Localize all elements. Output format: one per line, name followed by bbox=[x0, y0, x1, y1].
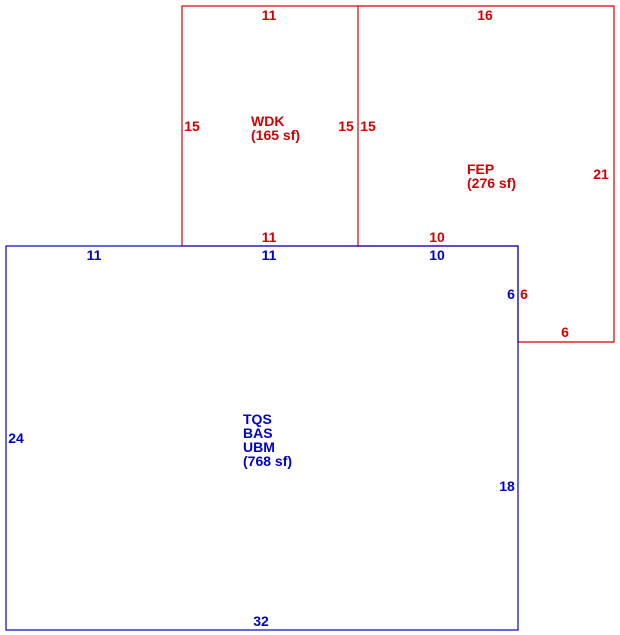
main-label-line-1: TQS bbox=[243, 411, 272, 427]
main-top-left-dimension: 11 bbox=[87, 247, 102, 263]
main-bottom-dimension: 32 bbox=[253, 613, 269, 629]
fep-step-vertical-dimension: 6 bbox=[520, 286, 528, 302]
main-label-line-2: BAS bbox=[243, 425, 273, 441]
main-area-label: (768 sf) bbox=[243, 453, 292, 469]
main-top-right-dimension: 10 bbox=[429, 247, 445, 263]
wdk-right-dimension: 15 bbox=[338, 118, 354, 134]
main-right-upper-dimension: 6 bbox=[507, 286, 515, 302]
wdk-name-label: WDK bbox=[251, 113, 284, 129]
fep-top-dimension: 16 bbox=[477, 7, 493, 23]
fep-bottom-dimension: 10 bbox=[429, 229, 445, 245]
wdk-area-label: (165 sf) bbox=[251, 127, 300, 143]
wdk-top-dimension: 11 bbox=[262, 7, 277, 23]
main-top-mid-dimension: 11 bbox=[262, 247, 277, 263]
wdk-left-dimension: 15 bbox=[184, 118, 200, 134]
main-label-line-3: UBM bbox=[243, 439, 275, 455]
main-left-dimension: 24 bbox=[8, 430, 24, 446]
fep-left-dimension: 15 bbox=[360, 118, 376, 134]
main-right-lower-dimension: 18 bbox=[499, 478, 515, 494]
fep-right-dimension: 21 bbox=[593, 166, 609, 182]
fep-step-horizontal-dimension: 6 bbox=[561, 324, 569, 340]
main-area-outline bbox=[5, 245, 519, 631]
fep-area-label: (276 sf) bbox=[467, 175, 516, 191]
wdk-bottom-dimension: 11 bbox=[262, 229, 277, 245]
fep-name-label: FEP bbox=[467, 161, 494, 177]
